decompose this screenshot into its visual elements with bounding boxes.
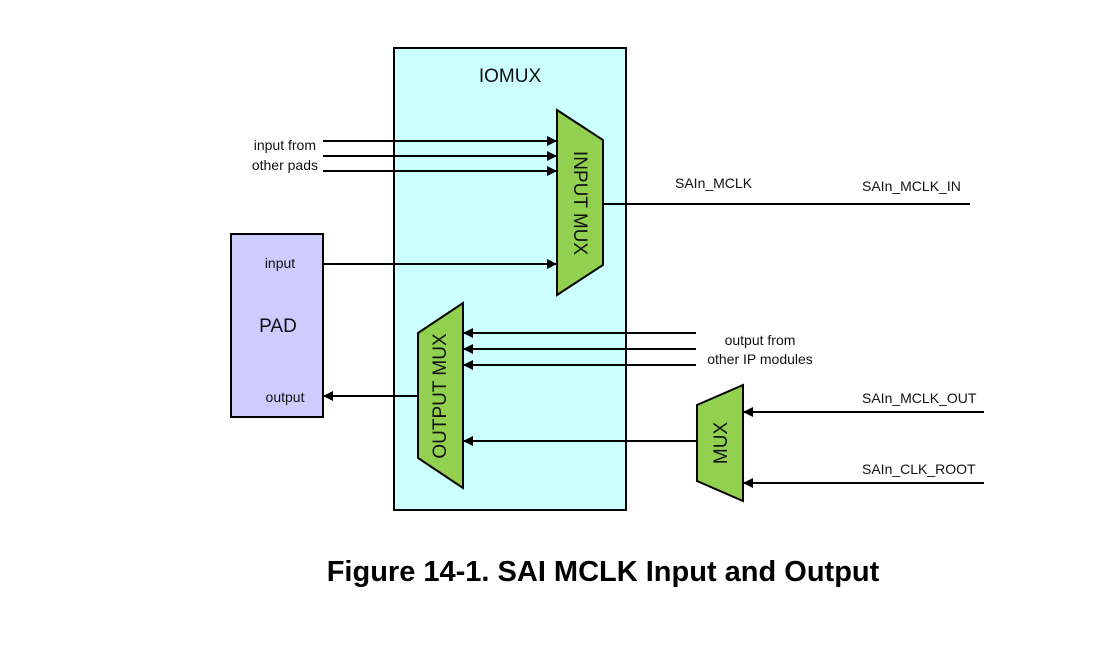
iomux-label: IOMUX bbox=[479, 66, 542, 87]
pad-label: PAD bbox=[259, 316, 297, 337]
output-mux-label: OUTPUT MUX bbox=[430, 333, 451, 459]
clock-mux-label: MUX bbox=[711, 422, 732, 465]
input-from-label-2: other pads bbox=[252, 157, 318, 173]
output-mux bbox=[417, 301, 464, 490]
output-from-label-1: output from bbox=[725, 332, 796, 348]
sain-mclk-label: SAIn_MCLK bbox=[675, 175, 753, 191]
pad-output-label: output bbox=[266, 389, 305, 405]
sain-mclk-in-label: SAIn_MCLK_IN bbox=[862, 178, 961, 194]
input-mux-label: INPUT MUX bbox=[569, 151, 590, 255]
pad-input-label: input bbox=[265, 255, 295, 271]
sain-mclk-out-label: SAIn_MCLK_OUT bbox=[862, 390, 977, 406]
output-from-label-2: other IP modules bbox=[707, 351, 813, 367]
input-mux bbox=[556, 108, 604, 297]
sain-clk-root-label: SAIn_CLK_ROOT bbox=[862, 461, 976, 477]
figure-caption: Figure 14-1. SAI MCLK Input and Output bbox=[327, 556, 880, 588]
clock-mux bbox=[696, 383, 744, 503]
input-from-label-1: input from bbox=[254, 137, 316, 153]
pad-block bbox=[230, 233, 324, 418]
